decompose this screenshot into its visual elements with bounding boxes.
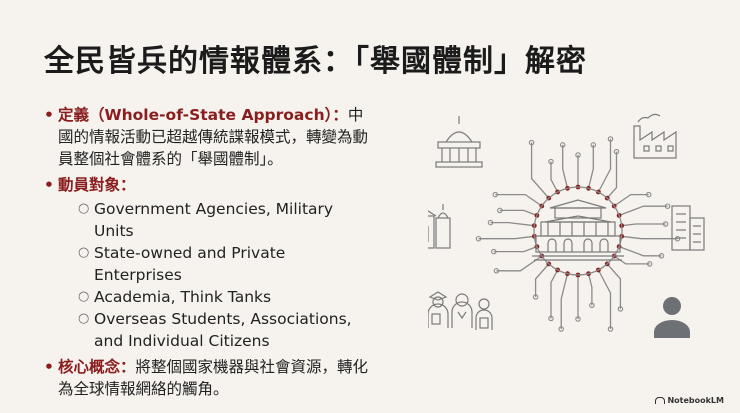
circuit-end-node — [548, 315, 554, 322]
circuit-end-node — [528, 139, 535, 146]
sub-item: ○Government Agencies, Military Units — [78, 200, 334, 240]
circuit-lines — [478, 139, 678, 329]
circuit-line — [478, 235, 535, 240]
circuit-end-node — [575, 152, 581, 158]
sub-bullet-icon: ○ — [78, 201, 90, 216]
circuit-end-node — [491, 248, 497, 255]
circuit-line — [618, 245, 662, 257]
network-diagram — [428, 113, 705, 338]
circuit-end-node — [664, 203, 671, 209]
circuit-line — [587, 273, 593, 306]
circuit-line — [490, 221, 535, 227]
sub-bullet-icon: ○ — [78, 245, 90, 260]
circuit-line — [534, 263, 550, 297]
bullet-label: 動員對象： — [58, 176, 136, 194]
circuit-end-node — [658, 253, 665, 259]
circuit-end-node — [575, 316, 581, 322]
tiananmen-gate-icon — [532, 199, 624, 261]
bullet-mobilization: • 動員對象： ○Government Agencies, Military U… — [44, 174, 374, 352]
notebooklm-logo: NotebookLM — [655, 396, 724, 405]
circuit-end-node — [532, 294, 539, 300]
circuit-line — [560, 273, 569, 329]
sub-item: ○State-owned and Private Enterprises — [78, 244, 286, 284]
bullet-dot: • — [44, 106, 54, 124]
circuit-end-node — [492, 191, 499, 198]
circuit-end-node — [645, 191, 652, 198]
circuit-line — [493, 245, 538, 253]
museum-icon — [428, 204, 451, 249]
circuit-line — [562, 144, 569, 189]
circuit-end-node — [589, 302, 595, 309]
bullet-text: 將整個國家機器與社會資源，轉化為全球情報網絡的觸角。 — [58, 358, 369, 398]
circuit-line — [496, 255, 543, 272]
circuit-end-node — [548, 158, 554, 165]
circuit-end-node — [646, 261, 653, 267]
circuit-end-node — [662, 221, 669, 227]
circuit-end-node — [558, 326, 564, 332]
circuit-line — [621, 235, 678, 240]
circuit-line — [597, 269, 612, 329]
bullet-label: 定義（Whole-of-State Approach）： — [58, 106, 348, 124]
sub-bullet-icon: ○ — [78, 289, 90, 304]
circuit-end-node — [590, 142, 597, 148]
circuit-end-node — [559, 142, 566, 148]
government-building-icon — [435, 116, 483, 168]
bullet-definition: • 定義（Whole-of-State Approach）：中國的情報活動已超越… — [44, 104, 374, 170]
circuit-line — [499, 209, 538, 217]
circuit-line — [530, 142, 550, 199]
circuit-end-node — [475, 235, 482, 242]
circuit-line — [613, 255, 650, 265]
bullet-dot: • — [44, 176, 54, 194]
factory-icon — [633, 113, 677, 159]
circuit-line — [618, 205, 668, 217]
circuit-end-node — [617, 306, 624, 312]
circuit-line — [587, 144, 594, 189]
circuit-end-node — [674, 235, 681, 242]
bullet-core-concept: • 核心概念：將整個國家機器與社會資源，轉化為全球情報網絡的觸角。 — [44, 356, 374, 400]
slide-title: 全民皆兵的情報體系：「舉國體制」解密 — [44, 44, 587, 79]
hub-ring — [533, 186, 623, 276]
circuit-end-node — [487, 219, 494, 226]
circuit-end-node — [607, 326, 614, 332]
office-buildings-icon — [671, 205, 705, 251]
circuit-line — [495, 193, 543, 207]
sub-list: ○Government Agencies, Military Units ○St… — [58, 198, 374, 352]
circuit-end-node — [613, 148, 620, 155]
slide-content: • 定義（Whole-of-State Approach）：中國的情報活動已超越… — [44, 104, 374, 404]
circuit-end-node — [493, 268, 500, 274]
sub-item: ○Overseas Students, Associations, and In… — [78, 310, 352, 350]
bullet-dot: • — [44, 358, 54, 376]
students-icon — [428, 291, 493, 330]
sub-item: ○Academia, Think Tanks — [78, 288, 272, 306]
circuit-line — [606, 263, 622, 309]
circuit-line — [550, 269, 559, 319]
bullet-text: 中國的情報活動已超越傳統諜報模式，轉變為動員整個社會體系的「舉國體制」。 — [58, 106, 369, 168]
bullet-label: 核心概念： — [58, 358, 136, 376]
person-icon — [654, 297, 690, 338]
circuit-line — [621, 223, 666, 227]
circuit-line — [613, 193, 649, 207]
circuit-end-node — [607, 136, 614, 142]
circuit-line — [550, 161, 559, 193]
circuit-line — [606, 151, 618, 199]
sub-bullet-icon: ○ — [78, 311, 90, 326]
circuit-line — [597, 139, 612, 193]
circuit-end-node — [497, 207, 503, 214]
